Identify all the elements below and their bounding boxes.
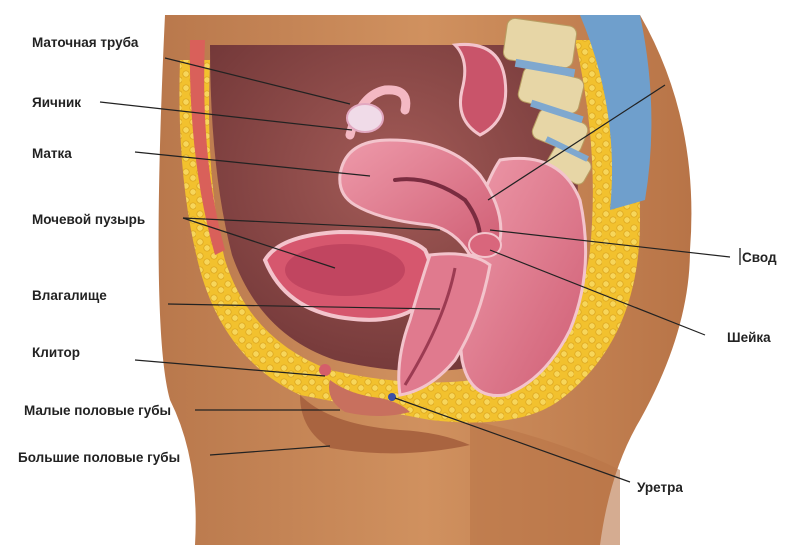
label-fallopian-tube: Маточная труба [32,35,139,50]
clitoris [319,364,331,376]
label-ovary: Яичник [32,95,81,110]
thigh-right [470,420,620,545]
label-vagina: Влагалище [32,288,107,303]
labia-majora [300,395,470,454]
urethra [388,393,396,401]
label-uterus: Матка [32,146,72,161]
labia-minora [329,380,410,416]
label-fornix: Свод [742,250,777,265]
uterine-cavity [393,177,482,240]
label-bladder: Мочевой пузырь [32,212,145,227]
abdominal-muscle [189,40,225,255]
fat-layer [179,40,640,423]
leader-lines [99,57,731,483]
bladder-lumen [285,244,405,296]
vaginal-canal [403,267,457,386]
label-labia-majora: Большие половые губы [18,450,180,465]
spine [502,15,652,210]
cervix [468,232,502,258]
label-clitoris: Клитор [32,345,80,360]
ovary [346,103,384,133]
vagina [397,252,492,397]
label-urethra: Уретра [637,480,683,495]
colon [451,42,508,137]
label-cervix: Шейка [727,330,771,345]
label-labia-minora: Малые половые губы [24,403,171,418]
